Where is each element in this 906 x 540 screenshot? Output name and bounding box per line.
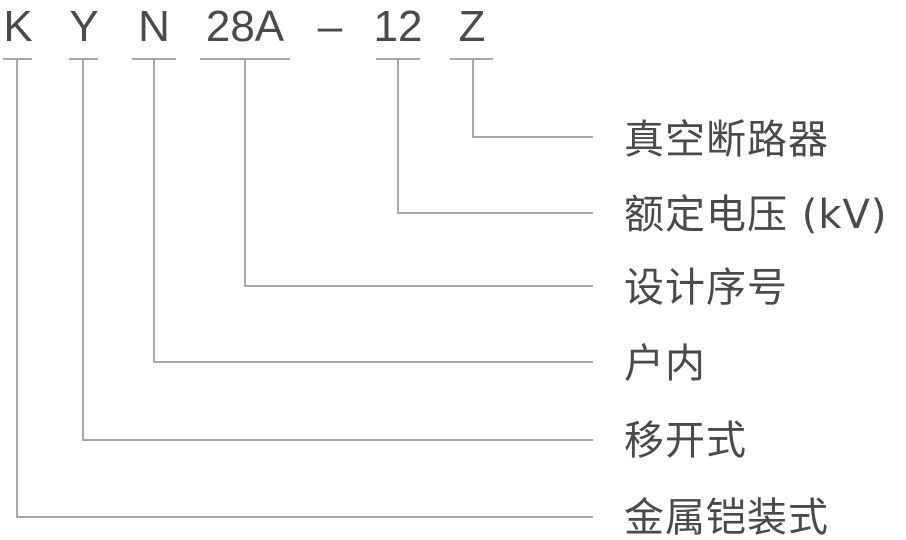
code-12: 12 xyxy=(373,2,423,51)
label-metal-clad: 金属铠装式 xyxy=(624,495,829,540)
leader-28a xyxy=(244,59,593,287)
code-k: K xyxy=(3,2,33,51)
leader-n xyxy=(153,59,593,363)
code-28a: 28A xyxy=(205,2,285,51)
label-withdrawable: 移开式 xyxy=(624,418,747,464)
leader-12 xyxy=(397,59,593,214)
leader-k xyxy=(16,59,593,518)
label-design-number: 设计序号 xyxy=(624,265,788,311)
code-z: Z xyxy=(458,2,486,51)
leader-y xyxy=(82,59,593,441)
code-y: Y xyxy=(69,2,99,51)
code-n: N xyxy=(138,2,170,51)
label-rated-voltage: 额定电压 (kV) xyxy=(624,192,888,238)
label-indoor: 户内 xyxy=(624,341,706,387)
leader-z xyxy=(472,59,593,138)
code-dash: – xyxy=(317,2,343,51)
label-vacuum-breaker: 真空断路器 xyxy=(624,117,829,163)
